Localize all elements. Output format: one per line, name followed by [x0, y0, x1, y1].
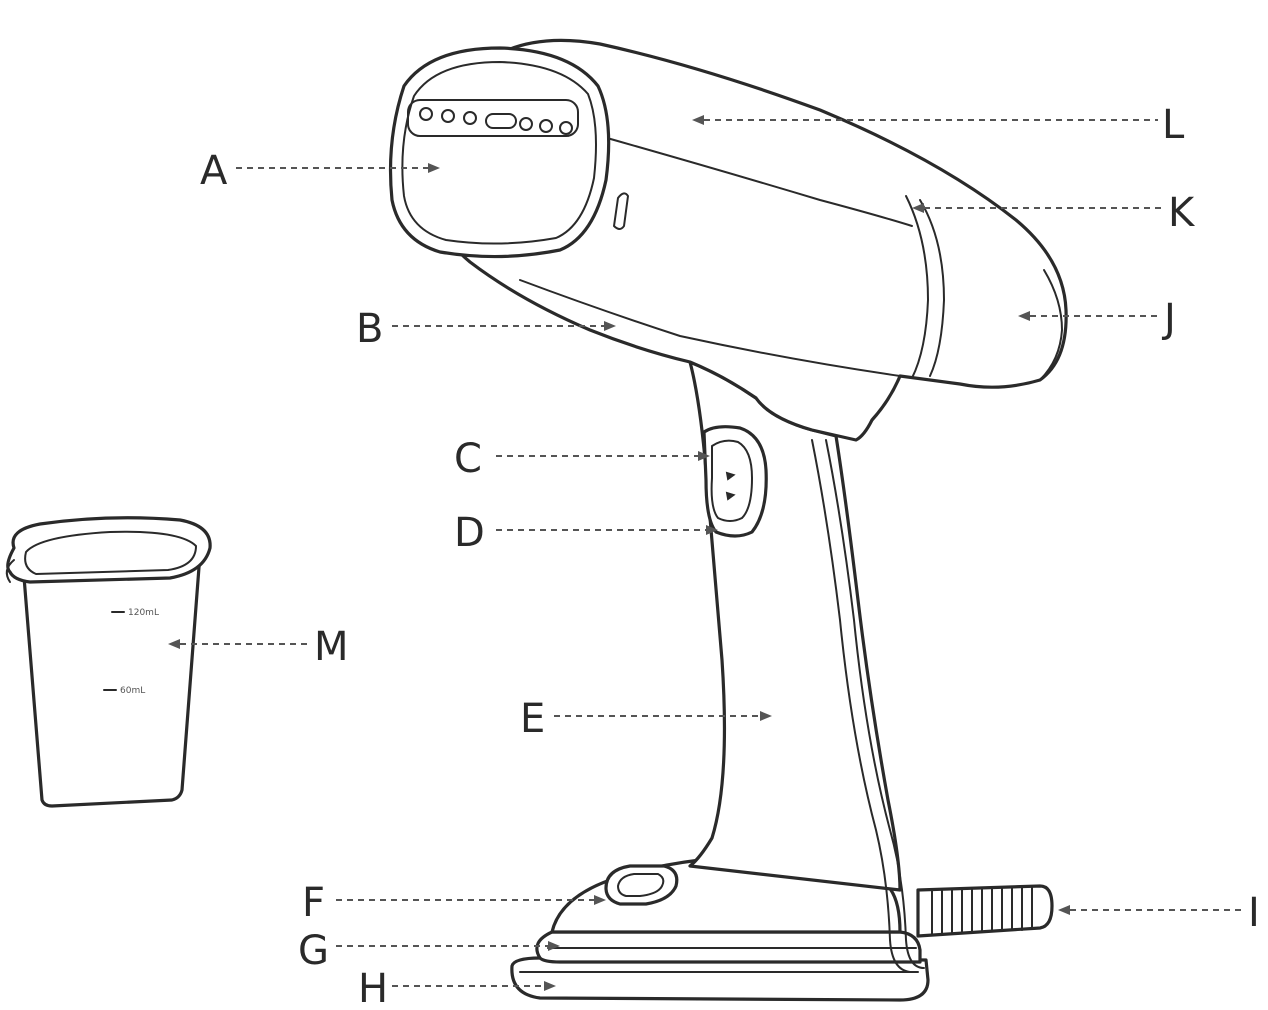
steam-buttons: ▲ ▲	[702, 425, 768, 538]
callout-label-b: B	[356, 306, 383, 352]
svg-text:▲: ▲	[724, 469, 740, 481]
power-switch	[604, 864, 679, 906]
steam-plate	[388, 46, 611, 259]
cup-mark-mid: 60mL	[120, 686, 145, 696]
cup-mark-top: 120mL	[128, 608, 159, 618]
callout-label-e: E	[520, 696, 545, 742]
base-plate	[510, 956, 930, 1002]
callout-label-l: L	[1162, 102, 1185, 148]
callout-label-k: K	[1168, 190, 1196, 236]
svg-text:▲: ▲	[724, 489, 740, 501]
callout-labels: A B C D E F G H I J K L M	[200, 102, 1260, 1010]
callout-leaders	[168, 115, 1244, 991]
callout-label-i: I	[1248, 890, 1260, 936]
callout-label-j: J	[1161, 296, 1176, 342]
callout-label-m: M	[314, 624, 349, 670]
callout-label-f: F	[302, 880, 325, 926]
callout-label-d: D	[454, 510, 485, 556]
callout-label-h: H	[358, 966, 388, 1010]
callout-label-c: C	[454, 436, 482, 482]
power-cord	[916, 884, 1054, 938]
callout-label-g: G	[298, 928, 329, 974]
base-platform	[535, 930, 922, 964]
measuring-cup: 120mL 60mL	[5, 516, 212, 808]
callout-label-a: A	[200, 148, 228, 194]
